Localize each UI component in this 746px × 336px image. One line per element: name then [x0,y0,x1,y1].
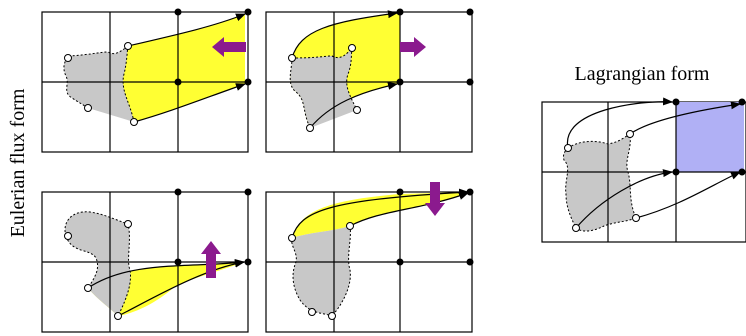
target-cell [676,102,744,172]
source-blob [291,226,351,316]
flux-arrow-right [400,37,426,57]
panel-lagrangian [541,97,746,243]
lagrangian-label: Lagrangian form [575,63,710,85]
eulerian-label: Eulerian flux form [7,88,29,237]
panel-top-right [265,8,474,153]
panel-bottom-left [41,188,252,333]
panel-top-left [41,8,252,153]
flux-arrow-up [201,241,221,278]
flux-arrow-left [212,37,246,57]
source-blob [63,46,135,122]
source-blob [290,48,357,128]
source-blob [563,133,637,232]
panel-bottom-right [265,182,474,333]
flux-arrow-down [425,182,445,216]
